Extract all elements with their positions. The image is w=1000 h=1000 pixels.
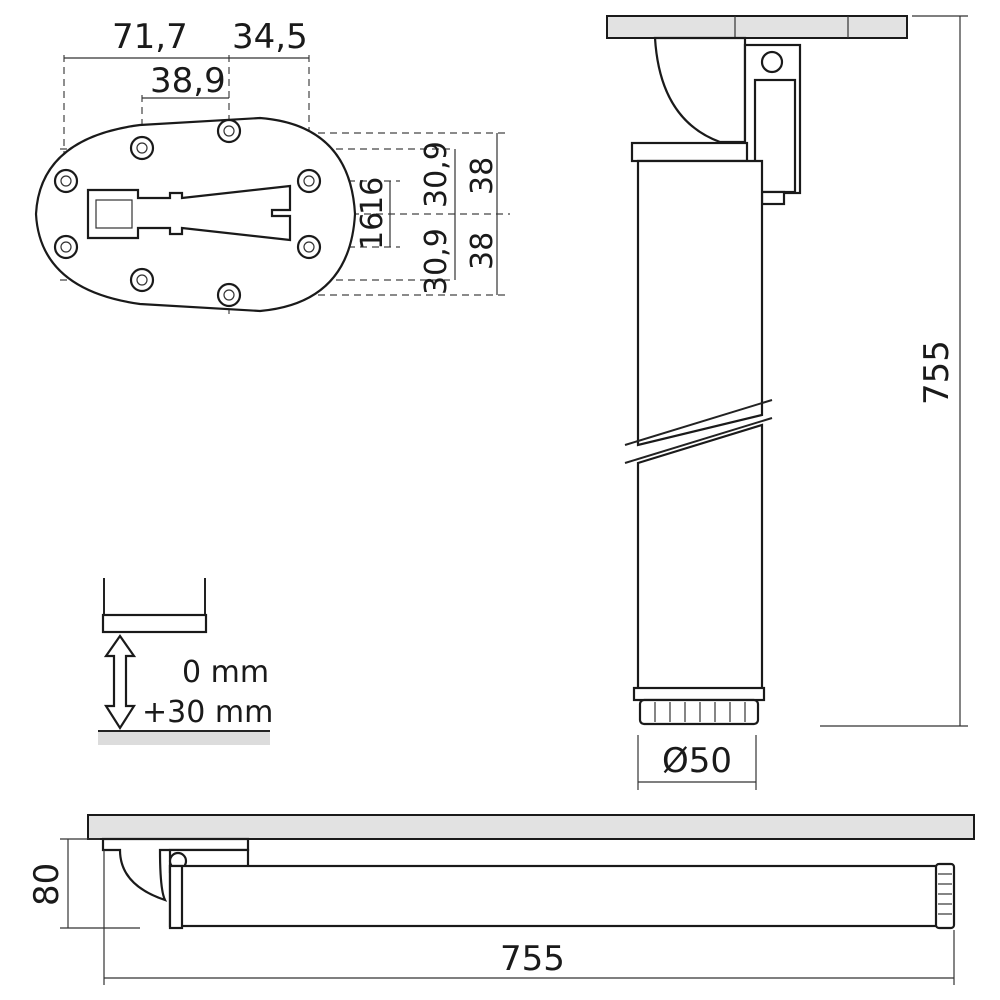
leg-side-view: 755 Ø50 (606, 15, 968, 790)
label-inner-up: 30,9 (419, 141, 454, 208)
break-line-2 (624, 417, 773, 464)
folded-knurl (938, 873, 952, 915)
height-adjust-detail: 0 mm +30 mm (98, 578, 273, 745)
hole-4 (296, 168, 322, 194)
label-height: 755 (917, 340, 957, 405)
bracket (653, 36, 747, 144)
label-inner-down: 30,9 (419, 228, 454, 295)
label-hole-offset: 38,9 (150, 61, 226, 101)
floor (98, 731, 270, 745)
label-folded-height: 80 (27, 863, 67, 906)
adjust-arrow (103, 634, 137, 731)
latch-slot (86, 184, 292, 242)
foot-knurl (654, 702, 746, 722)
hinge-pin (760, 50, 784, 74)
hole-3 (53, 168, 79, 194)
label-slot-b: 16 (355, 212, 390, 250)
foot-ring (632, 686, 766, 702)
collar (630, 141, 749, 163)
screw-holes (53, 118, 322, 308)
label-width-right: 34,5 (232, 17, 308, 57)
hinge-tab (760, 190, 786, 206)
folded-tube (168, 864, 940, 928)
hole-5 (53, 234, 79, 260)
label-adjust-min: 0 mm (182, 655, 269, 690)
label-adjust-max: +30 mm (142, 695, 273, 730)
top-mount-plate (606, 15, 908, 39)
hole-8 (216, 282, 242, 308)
hole-7 (129, 267, 155, 293)
label-width-left: 71,7 (112, 17, 188, 57)
break-line-1 (624, 399, 773, 446)
hole-2 (129, 135, 155, 161)
mounting-plate-top-view: 71,7 34,5 38,9 16 16 30,9 30,9 38 38 (34, 17, 510, 318)
tube-upper (636, 159, 764, 447)
folded-foot (934, 862, 956, 930)
folded-collar (168, 864, 184, 930)
hole-6 (296, 234, 322, 260)
folded-bracket (101, 837, 250, 902)
label-outer-up: 38 (465, 157, 500, 195)
latch-inner (95, 199, 133, 229)
label-folded-length: 755 (500, 939, 565, 979)
tabletop (87, 814, 975, 840)
label-diameter: Ø50 (662, 741, 732, 781)
label-outer-down: 38 (465, 232, 500, 270)
adjust-foot (101, 613, 208, 634)
hole-1 (216, 118, 242, 144)
foot-adjuster (638, 698, 760, 726)
tube-lower (636, 423, 764, 692)
folded-view: 80 755 (27, 814, 975, 985)
label-slot-a: 16 (355, 177, 390, 215)
